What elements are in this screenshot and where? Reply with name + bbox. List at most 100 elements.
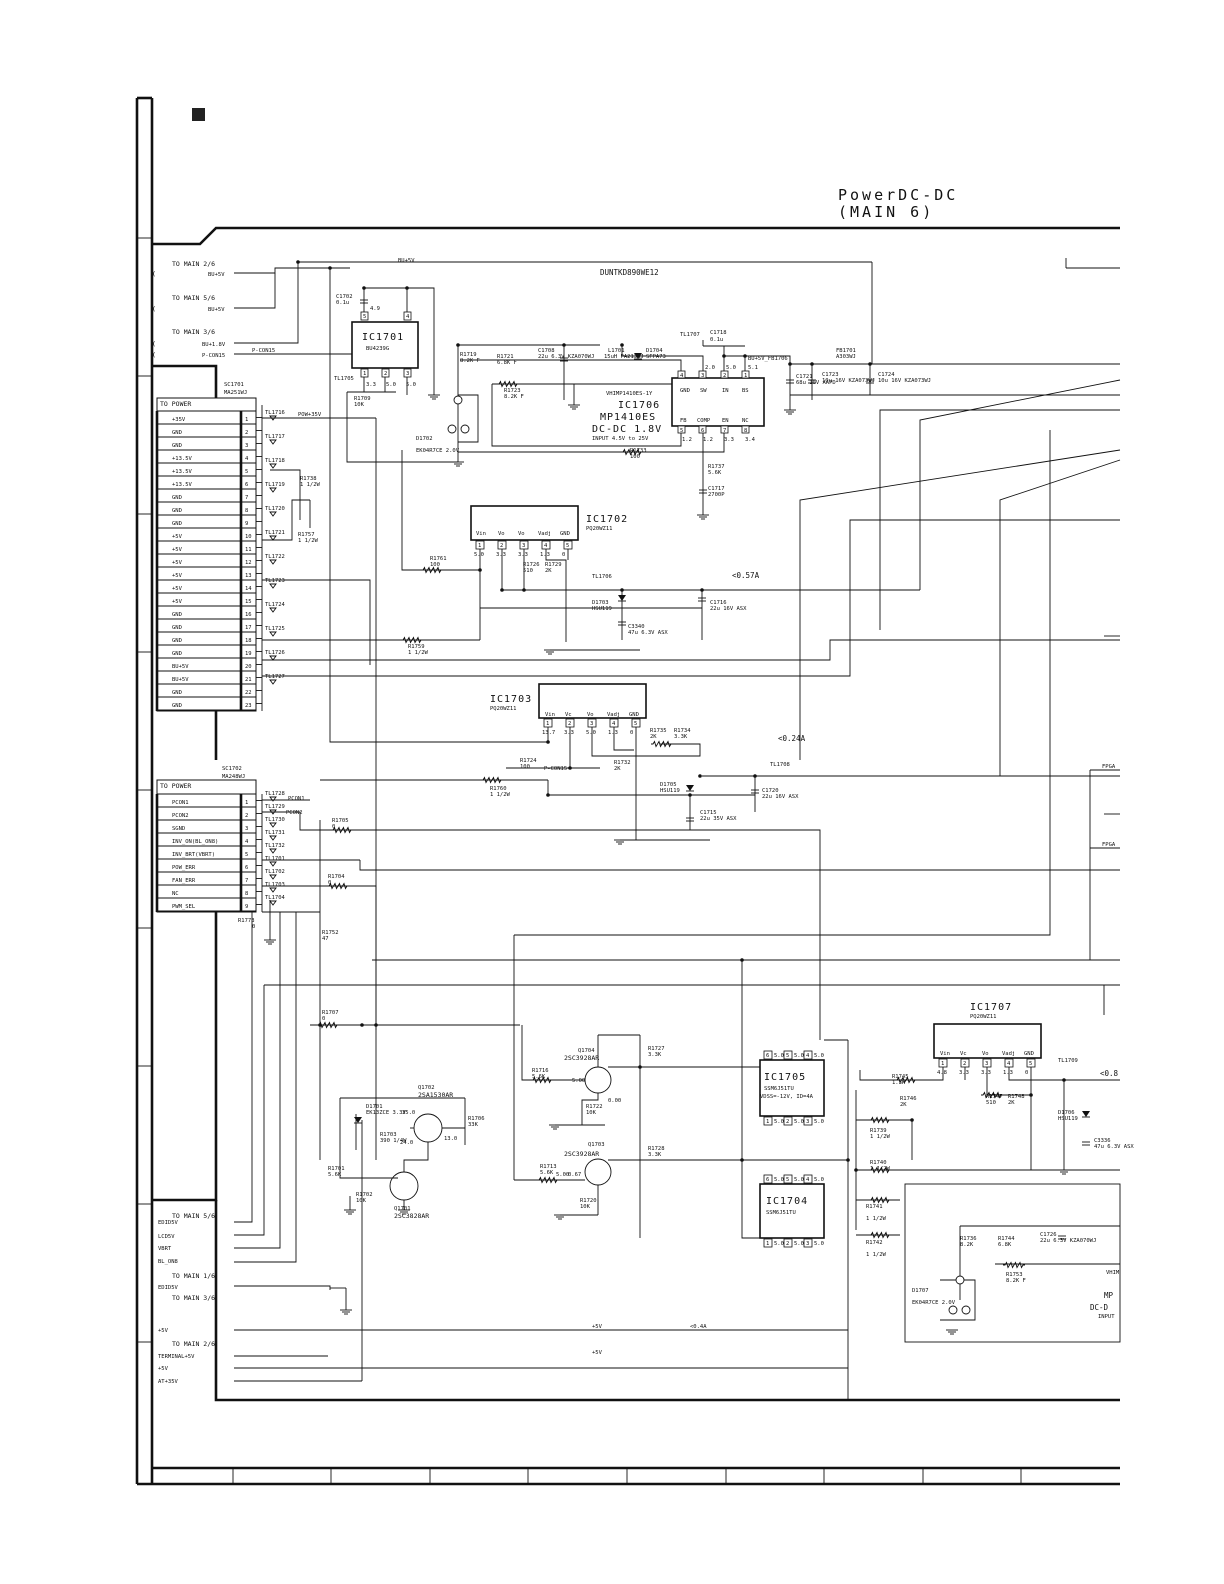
svg-text:47u 6.3V ASX: 47u 6.3V ASX [1094, 1144, 1134, 1150]
pin-number: 1 [245, 417, 248, 423]
resistor-symbol [869, 1116, 891, 1124]
pin-number: 4 [245, 456, 249, 462]
ground-symbol [568, 404, 580, 410]
svg-text:C3340: C3340 [628, 624, 645, 630]
svg-text:SW: SW [700, 388, 707, 394]
svg-text:5.6K: 5.6K [540, 1170, 554, 1176]
svg-text:R1720: R1720 [580, 1198, 597, 1204]
pin-number: 7 [245, 878, 248, 884]
junction-dot [1029, 1093, 1033, 1097]
svg-text:3: 3 [985, 1061, 988, 1067]
svg-text:3: 3 [590, 721, 593, 727]
svg-text:5: 5 [1029, 1061, 1032, 1067]
svg-text:8: 8 [744, 428, 747, 434]
pin-label: +5V [172, 599, 183, 605]
connector-pin-row: INV_ON(BL_ON8)4 [157, 839, 262, 847]
svg-text:1: 1 [744, 373, 747, 379]
svg-text:4: 4 [680, 373, 684, 379]
junction-dot [753, 774, 757, 778]
svg-text:5.0: 5.0 [814, 1177, 824, 1183]
svg-text:Vo: Vo [518, 531, 525, 537]
svg-text:+5V: +5V [592, 1324, 603, 1330]
svg-text:VHIM: VHIM [1106, 1270, 1120, 1276]
svg-text:<0.8: <0.8 [1100, 1069, 1119, 1078]
svg-text:TL1722: TL1722 [265, 554, 285, 560]
svg-text:3: 3 [522, 543, 525, 549]
resistor-symbol [869, 1196, 891, 1204]
svg-text:TL1704: TL1704 [265, 895, 286, 901]
capacitor-symbol [686, 817, 694, 822]
svg-text:TL1726: TL1726 [265, 650, 285, 656]
junction-dot [562, 343, 566, 347]
pin-number: 19 [245, 651, 252, 657]
svg-text:EDID5V: EDID5V [158, 1285, 179, 1291]
svg-text:0.00: 0.00 [608, 1098, 621, 1104]
junction-dot [456, 343, 460, 347]
svg-text:47: 47 [322, 936, 329, 942]
ground-symbol [1058, 1169, 1070, 1175]
svg-text:33K: 33K [468, 1122, 479, 1128]
svg-text:P-CON15: P-CON15 [252, 348, 275, 354]
svg-text:5: 5 [634, 721, 637, 727]
svg-text:R1740: R1740 [870, 1160, 887, 1166]
svg-text:BS: BS [742, 388, 749, 394]
svg-text:Q1702: Q1702 [418, 1085, 435, 1091]
svg-text:BU+1.8V: BU+1.8V [202, 342, 226, 348]
junction-dot [688, 793, 692, 797]
svg-text:3.4: 3.4 [745, 437, 756, 443]
pin-label: PWM_SEL [172, 904, 196, 910]
pin-label: +13.5V [172, 456, 193, 462]
svg-text:R1724: R1724 [520, 758, 537, 764]
test-point: TL1723 [265, 578, 285, 589]
pin-number: 7 [245, 495, 248, 501]
resistor-symbol [1003, 1261, 1025, 1269]
svg-text:TL1725: TL1725 [265, 626, 285, 632]
svg-text:22u 35V ASX: 22u 35V ASX [700, 816, 737, 822]
svg-text:A303WJ: A303WJ [836, 354, 856, 360]
svg-text:IC1705: IC1705 [764, 1072, 806, 1083]
svg-text:1.3: 1.3 [540, 552, 550, 558]
svg-text:0.1u: 0.1u [336, 300, 349, 306]
svg-text:5.0: 5.0 [814, 1119, 824, 1125]
svg-text:C1721: C1721 [796, 374, 813, 380]
svg-text:R1713: R1713 [540, 1164, 557, 1170]
test-points-sc1701: TL1716TL1717TL1718TL1719TL1720TL1721TL17… [265, 410, 286, 685]
svg-text:R1705: R1705 [332, 818, 349, 824]
test-point: TL1731 [265, 830, 285, 841]
svg-text:R1729: R1729 [545, 562, 562, 568]
svg-text:1 1/2W: 1 1/2W [866, 1252, 887, 1258]
pin-number: 10 [245, 534, 252, 540]
svg-text:D1703: D1703 [592, 600, 609, 606]
svg-text:TL1731: TL1731 [265, 830, 285, 836]
junction-dot [360, 1023, 364, 1027]
ground-symbol [946, 1329, 958, 1335]
svg-text:INPUT: INPUT [1098, 1314, 1115, 1320]
svg-text:3.3K: 3.3K [648, 1152, 662, 1158]
svg-text:1: 1 [478, 543, 481, 549]
svg-text:5.6K: 5.6K [708, 470, 722, 476]
svg-text:TL1717: TL1717 [265, 434, 285, 440]
svg-text:EK04R7CE 2.0V: EK04R7CE 2.0V [912, 1300, 956, 1306]
svg-text:LCD5V: LCD5V [158, 1234, 175, 1240]
svg-text:13.7: 13.7 [542, 730, 555, 736]
svg-text:EK13ZCE 3.3V: EK13ZCE 3.3V [366, 1110, 406, 1116]
pin-number: 23 [245, 703, 252, 709]
junction-dot [546, 793, 550, 797]
test-point: TL1702 [265, 869, 285, 880]
svg-text:D1706: D1706 [1058, 1110, 1075, 1116]
svg-text:2K: 2K [900, 1102, 907, 1108]
svg-text:3.3: 3.3 [496, 552, 506, 558]
svg-text:5.0: 5.0 [386, 382, 396, 388]
svg-text:(: ( [152, 340, 156, 348]
svg-text:Vin: Vin [940, 1051, 950, 1057]
svg-text:P-CON15: P-CON15 [544, 766, 567, 772]
svg-text:4: 4 [544, 543, 548, 549]
svg-text:<0.4A: <0.4A [690, 1324, 707, 1330]
pin-number: 2 [245, 813, 248, 819]
pin-number: 11 [245, 547, 252, 553]
